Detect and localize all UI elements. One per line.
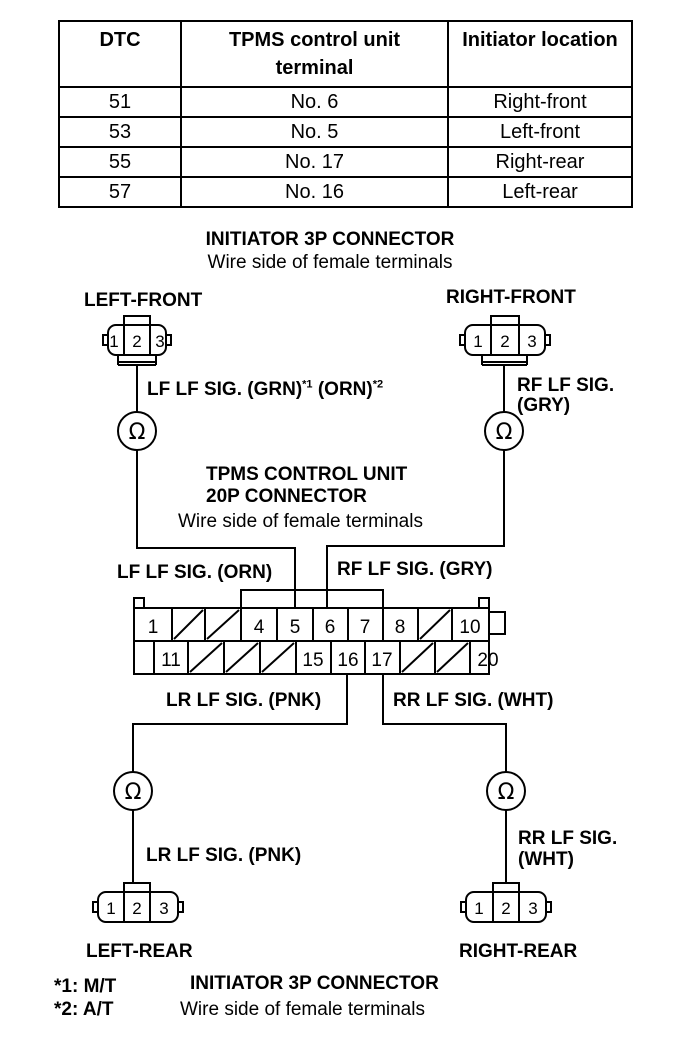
top-connector-subtitle: Wire side of female terminals	[207, 252, 453, 273]
pin-number: 1	[473, 332, 482, 351]
pin-number: 1	[106, 899, 115, 918]
wire-right-front	[326, 365, 505, 608]
cell-dtc: 55	[58, 146, 182, 178]
cu-terminal: 1	[148, 617, 159, 638]
pin-number: 2	[132, 899, 141, 918]
cu-title-line1: TPMS CONTROL UNIT	[206, 464, 408, 485]
rf-wire-label-line1: RF LF SIG.	[517, 375, 615, 396]
cell-dtc: 57	[58, 176, 182, 208]
ohmmeter-rr	[486, 771, 526, 811]
left-rear-label: LEFT-REAR	[86, 941, 193, 962]
cu-rf-wire-label: RF LF SIG. (GRY)	[337, 559, 493, 580]
table-row: 55 No. 17 Right-rear	[58, 146, 633, 178]
cu-lf-wire-label: LF LF SIG. (ORN)	[117, 562, 273, 583]
cell-terminal: No. 5	[180, 116, 449, 148]
header-dtc: DTC	[58, 20, 182, 88]
cu-title-line2: 20P CONNECTOR	[206, 486, 367, 507]
cu-lr-wire-label: LR LF SIG. (PNK)	[166, 690, 322, 711]
cell-terminal: No. 6	[180, 86, 449, 118]
pin-number: 3	[528, 899, 537, 918]
pin-number: 1	[474, 899, 483, 918]
cu-terminal: 16	[337, 650, 358, 671]
table-row: 53 No. 5 Left-front	[58, 116, 633, 148]
cu-subtitle: Wire side of female terminals	[178, 511, 423, 532]
pin-number: 3	[155, 332, 164, 351]
ohm-symbol: Ω	[129, 420, 146, 445]
bottom-connector-subtitle: Wire side of female terminals	[180, 999, 425, 1020]
cu-terminal: 15	[302, 650, 323, 671]
header-location: Initiator location	[447, 20, 633, 88]
lf-note2-mark: *2	[372, 378, 384, 391]
cu-20p-connector	[133, 589, 506, 675]
pin-number: 2	[500, 332, 509, 351]
ohmmeter-rf	[484, 411, 524, 451]
header-terminal: TPMS control unit terminal	[180, 20, 449, 88]
cell-terminal: No. 17	[180, 146, 449, 178]
table-header-row: DTC TPMS control unit terminal Initiator…	[58, 20, 633, 88]
cell-terminal: No. 16	[180, 176, 449, 208]
cu-terminal: 20	[477, 650, 498, 671]
cu-terminal: 10	[459, 617, 480, 638]
note-value: M/T	[83, 976, 117, 997]
cell-location: Left-rear	[447, 176, 633, 208]
cu-terminal: 4	[254, 617, 265, 638]
rf-wire-label-line2: (GRY)	[517, 395, 571, 416]
rr-wire-label-line1: RR LF SIG.	[518, 828, 618, 849]
cell-location: Left-front	[447, 116, 633, 148]
cu-terminal: 11	[161, 650, 181, 671]
lr-3p-connector	[92, 882, 184, 923]
pin-number: 1	[109, 332, 118, 351]
ohmmeter-lr	[113, 771, 153, 811]
wire-left-front	[136, 365, 296, 608]
ohm-symbol: Ω	[125, 780, 142, 805]
cell-location: Right-rear	[447, 146, 633, 178]
left-rear-wire-label: LR LF SIG. (PNK)	[146, 845, 302, 866]
cu-rr-wire-label: RR LF SIG. (WHT)	[393, 690, 554, 711]
right-front-label: RIGHT-FRONT	[446, 287, 576, 308]
ohm-symbol: Ω	[498, 780, 515, 805]
left-front-wire-label: LF LF SIG. (GRN)*1 (ORN)*2	[147, 379, 383, 401]
rr-3p-connector	[460, 882, 552, 923]
pin-number: 3	[527, 332, 536, 351]
dtc-table: DTC TPMS control unit terminal Initiator…	[58, 20, 633, 208]
wire-left-rear	[132, 674, 348, 883]
cu-terminal: 17	[371, 650, 392, 671]
right-rear-label: RIGHT-REAR	[459, 941, 578, 962]
note-value: A/T	[82, 999, 114, 1020]
ohm-symbol: Ω	[496, 420, 513, 445]
lf-note1-mark: *1	[302, 378, 313, 391]
ohmmeter-lf	[117, 411, 157, 451]
cell-location: Right-front	[447, 86, 633, 118]
cu-terminal: 6	[325, 617, 336, 638]
lf-3p-connector	[102, 315, 172, 366]
wire-right-rear	[382, 674, 507, 883]
cu-terminal: 5	[290, 617, 301, 638]
cu-terminal: 8	[395, 617, 406, 638]
bottom-connector-title: INITIATOR 3P CONNECTOR	[190, 973, 439, 994]
lf-wire-text: LF LF SIG. (GRN)	[147, 379, 303, 400]
top-connector-title: INITIATOR 3P CONNECTOR	[205, 229, 455, 250]
pin-number: 3	[159, 899, 168, 918]
rr-wire-label-line2: (WHT)	[518, 849, 574, 870]
note-mt: *1: M/T	[54, 976, 116, 998]
pin-number: 2	[132, 332, 141, 351]
rf-3p-connector	[459, 315, 551, 366]
note-key: *2:	[54, 999, 79, 1020]
table-row: 57 No. 16 Left-rear	[58, 176, 633, 208]
cell-dtc: 51	[58, 86, 182, 118]
note-key: *1:	[54, 976, 79, 997]
left-front-label: LEFT-FRONT	[84, 290, 203, 311]
cell-dtc: 53	[58, 116, 182, 148]
cu-terminal: 7	[360, 617, 371, 638]
pin-number: 2	[501, 899, 510, 918]
note-at: *2: A/T	[54, 999, 113, 1021]
lf-wire-alt-text: (ORN)	[317, 379, 373, 400]
table-row: 51 No. 6 Right-front	[58, 86, 633, 118]
